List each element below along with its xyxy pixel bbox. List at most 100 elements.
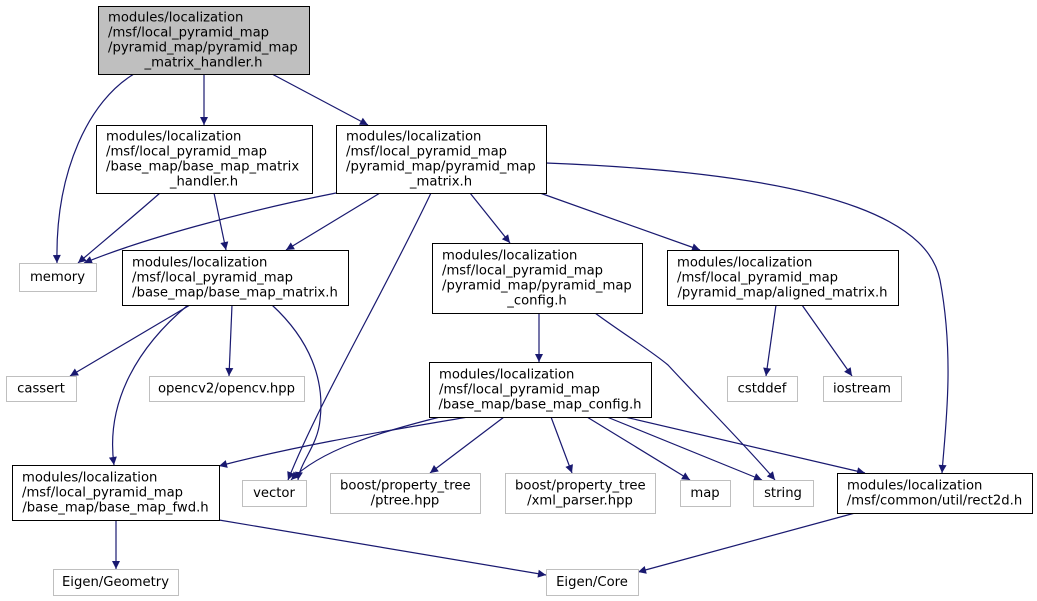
node-label-line: cstddef: [738, 382, 787, 397]
node-label-line: Eigen/Geometry: [62, 575, 169, 590]
node-label: modules/localization/msf/local_pyramid_m…: [106, 130, 299, 190]
node-ptree: boost/property_tree/ptree.hpp: [330, 473, 481, 514]
edge-bmc-to-rect2d: [624, 416, 866, 476]
node-label-line: cassert: [17, 382, 65, 397]
edge-bmm-to-vector: [271, 304, 322, 481]
edge-root-to-pmm: [271, 73, 369, 126]
edge-pmm-to-rect2d: [545, 162, 949, 474]
node-eigengeo: Eigen/Geometry: [53, 569, 179, 596]
node-label: modules/localization/msf/common/util/rec…: [847, 479, 1022, 509]
edge-pmm-to-pmc: [469, 192, 511, 244]
node-bmc[interactable]: modules/localization/msf/local_pyramid_m…: [429, 362, 652, 418]
node-label-line: _matrix_handler.h: [144, 56, 263, 71]
node-label: vector: [253, 486, 295, 501]
node-pmc[interactable]: modules/localization/msf/local_pyramid_m…: [432, 243, 643, 314]
node-label-line: /pyramid_map/pyramid_map: [442, 279, 632, 294]
node-label: memory: [30, 270, 85, 285]
node-label-line: modules/localization: [108, 11, 243, 26]
node-bmm[interactable]: modules/localization/msf/local_pyramid_m…: [122, 250, 349, 306]
node-box: [98, 6, 310, 75]
node-box: [505, 473, 656, 514]
node-label: boost/property_tree/xml_parser.hpp: [515, 479, 646, 509]
node-label-line: /base_map/base_map_fwd.h: [22, 501, 208, 516]
node-label: modules/localization/msf/local_pyramid_m…: [22, 471, 209, 516]
node-vector: vector: [242, 480, 307, 507]
node-label-line: /msf/local_pyramid_map: [22, 486, 183, 501]
node-label: modules/localization/msf/local_pyramid_m…: [132, 256, 338, 301]
edge-pmm-to-vector: [287, 192, 432, 481]
node-label-line: modules/localization: [442, 249, 577, 264]
node-rect2d[interactable]: modules/localization/msf/common/util/rec…: [837, 473, 1033, 514]
node-xmlparser: boost/property_tree/xml_parser.hpp: [505, 473, 656, 514]
node-box: [6, 376, 77, 402]
node-label-line: modules/localization: [106, 130, 241, 145]
node-label-line: modules/localization: [22, 471, 157, 486]
node-pmm[interactable]: modules/localization/msf/local_pyramid_m…: [336, 125, 547, 194]
edge-bmc-to-string: [606, 416, 763, 481]
edge-bmf-to-eigencore: [218, 519, 547, 578]
node-root[interactable]: modules/localization/msf/local_pyramid_m…: [98, 6, 310, 75]
edge-bmc-to-map: [586, 416, 691, 481]
node-label: string: [764, 486, 802, 501]
node-box: [823, 376, 902, 402]
edge-bmm-to-cassert: [69, 304, 191, 377]
node-label: modules/localization/msf/local_pyramid_m…: [108, 11, 298, 71]
node-label: boost/property_tree/ptree.hpp: [340, 479, 471, 509]
node-label: cassert: [17, 382, 65, 397]
edge-pmm-to-bmm: [285, 192, 381, 251]
node-label-line: Eigen/Core: [556, 575, 628, 590]
node-bmf[interactable]: modules/localization/msf/local_pyramid_m…: [12, 465, 220, 521]
edge-bmmh-to-bmm: [213, 192, 229, 251]
node-label: modules/localization/msf/local_pyramid_m…: [442, 249, 632, 309]
node-label-line: _handler.h: [169, 175, 238, 190]
node-label: iostream: [833, 382, 891, 397]
node-box: [12, 465, 220, 521]
edge-bmmh-to-memory: [77, 192, 161, 264]
edge-rect2d-to-eigencore: [637, 512, 856, 574]
node-box: [336, 125, 547, 194]
edge-bmc-to-vector: [290, 416, 441, 481]
node-label: opencv2/opencv.hpp: [158, 382, 295, 397]
node-label-line: /msf/local_pyramid_map: [677, 271, 838, 286]
node-map: map: [680, 480, 731, 507]
node-label-line: /ptree.hpp: [371, 494, 440, 509]
node-box: [680, 480, 731, 507]
node-label-line: /msf/local_pyramid_map: [106, 145, 267, 160]
edge-am-to-cstddef: [763, 304, 777, 377]
node-box: [330, 473, 481, 514]
node-label: modules/localization/msf/local_pyramid_m…: [677, 256, 888, 301]
node-box: [122, 250, 349, 306]
node-label-line: /msf/local_pyramid_map: [439, 383, 600, 398]
node-cassert: cassert: [6, 376, 77, 402]
node-label-line: /base_map/base_map_matrix.h: [132, 286, 338, 301]
node-am[interactable]: modules/localization/msf/local_pyramid_m…: [667, 250, 899, 306]
node-label-line: string: [764, 486, 802, 501]
edge-pmm-to-memory: [83, 192, 337, 264]
node-box: [149, 376, 305, 402]
node-box: [837, 473, 1033, 514]
node-box: [19, 263, 97, 292]
edge-bmm-to-bmf: [108, 304, 189, 466]
node-label-line: /msf/common/util/rect2d.h: [847, 494, 1022, 509]
node-bmmh[interactable]: modules/localization/msf/local_pyramid_m…: [96, 125, 313, 194]
node-label-line: /msf/local_pyramid_map: [132, 271, 293, 286]
node-label-line: map: [690, 486, 719, 501]
node-label: map: [690, 486, 719, 501]
edge-pmm-to-am: [539, 192, 701, 252]
node-label-line: /xml_parser.hpp: [527, 494, 633, 509]
edge-bmc-to-xmlparser: [550, 416, 573, 474]
node-label-line: /pyramid_map/pyramid_map: [346, 160, 536, 175]
node-box: [546, 569, 639, 596]
node-box: [242, 480, 307, 507]
edge-pmc-to-string: [594, 312, 776, 481]
node-label: modules/localization/msf/local_pyramid_m…: [438, 368, 641, 413]
node-cstddef: cstddef: [727, 376, 798, 402]
node-label-line: boost/property_tree: [340, 479, 471, 494]
edge-bmc-to-bmf: [218, 416, 469, 468]
node-label-line: iostream: [833, 382, 891, 397]
edges-layer: [52, 73, 949, 578]
node-label-line: /msf/local_pyramid_map: [346, 145, 507, 160]
node-string: string: [753, 480, 814, 507]
node-label-line: /base_map/base_map_config.h: [438, 398, 641, 413]
